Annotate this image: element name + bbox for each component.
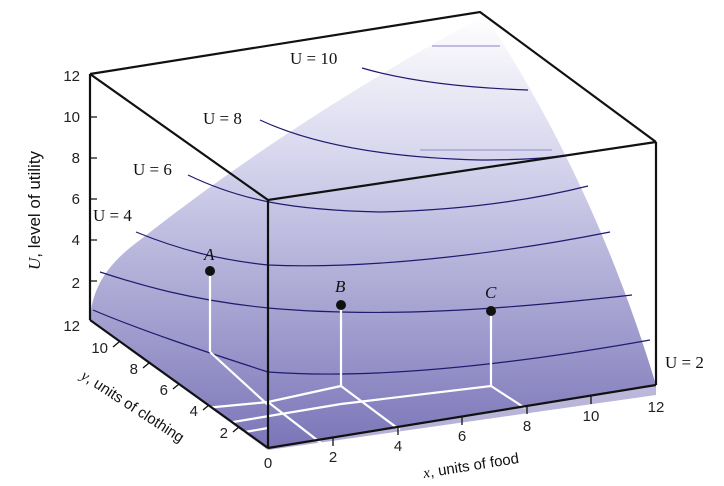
- points: [205, 266, 496, 316]
- y-tick-4: 4: [190, 403, 198, 420]
- x-tick-6: 6: [458, 428, 466, 445]
- z-tick-8: 8: [72, 150, 80, 167]
- x-tick-labels: 0 2 4 6 8 10 12: [264, 399, 665, 472]
- x-axis-title: x, units of food: [421, 450, 520, 482]
- point-c: [486, 306, 496, 316]
- y-tick-labels: 12 10 8 6 4 2: [63, 318, 228, 442]
- frame-bottom-front: [267, 383, 657, 450]
- z-axis-label: , level of utility: [25, 150, 44, 257]
- y-tick-2: 2: [220, 425, 228, 442]
- x-tick-10: 10: [583, 408, 600, 425]
- z-tick-10: 10: [63, 109, 80, 126]
- x-tick-2: 2: [329, 449, 337, 466]
- contour-label-u2: U = 2: [665, 353, 704, 372]
- z-ticks: [90, 116, 97, 282]
- y-tick-6: 6: [160, 382, 168, 399]
- x-axis-label: , units of food: [429, 450, 521, 481]
- x-tick-12: 12: [648, 399, 665, 416]
- guide-x3: [267, 401, 331, 451]
- y-tick-12: 12: [63, 318, 80, 335]
- z-tick-4: 4: [72, 232, 80, 249]
- guide-y3-line: [214, 384, 526, 427]
- z-axis-title: U, level of utility: [25, 150, 44, 270]
- contour-line-u6: [135, 231, 611, 267]
- point-a: [205, 266, 215, 276]
- frame-top-back: [89, 10, 657, 143]
- x-axis-var: x: [421, 465, 431, 482]
- y-axis-label: , units of clothing: [83, 371, 187, 447]
- z-tick-12: 12: [63, 68, 80, 85]
- guide-a-floor: [209, 351, 269, 406]
- x-tick-0: 0: [264, 455, 272, 472]
- contour-label-u4: U = 4: [93, 206, 132, 225]
- contour-lines: [92, 45, 651, 375]
- contour-line-u4: [99, 271, 633, 314]
- guide-lines: [204, 271, 526, 451]
- z-tick-6: 6: [72, 191, 80, 208]
- utility-surface: [90, 15, 656, 448]
- contour-line-u2-left: [92, 309, 269, 373]
- tick-marks: [90, 116, 592, 446]
- x-tick-8: 8: [523, 418, 531, 435]
- x-tick-4: 4: [394, 438, 402, 455]
- contour-line-u8: [187, 174, 589, 213]
- contour-line-u8b: [259, 119, 561, 161]
- contour-label-u6: U = 6: [133, 160, 172, 179]
- point-label-a: A: [203, 245, 215, 264]
- contour-line-u2: [267, 339, 651, 375]
- x-ticks: [332, 396, 592, 446]
- z-tick-labels: 12 10 8 6 4 2: [63, 68, 80, 292]
- y-tick-8: 8: [130, 361, 138, 378]
- point-b: [336, 300, 346, 310]
- z-tick-2: 2: [72, 275, 80, 292]
- point-label-b: B: [335, 277, 346, 296]
- y-ticks: [112, 341, 240, 433]
- guide-b-floor: [340, 385, 401, 431]
- contour-label-u10: U = 10: [290, 49, 337, 68]
- contour-label-u8: U = 8: [203, 109, 242, 128]
- contour-line-u10: [361, 67, 529, 91]
- z-axis-var: U: [25, 256, 44, 270]
- point-label-c: C: [485, 283, 497, 302]
- y-tick-10: 10: [91, 340, 108, 357]
